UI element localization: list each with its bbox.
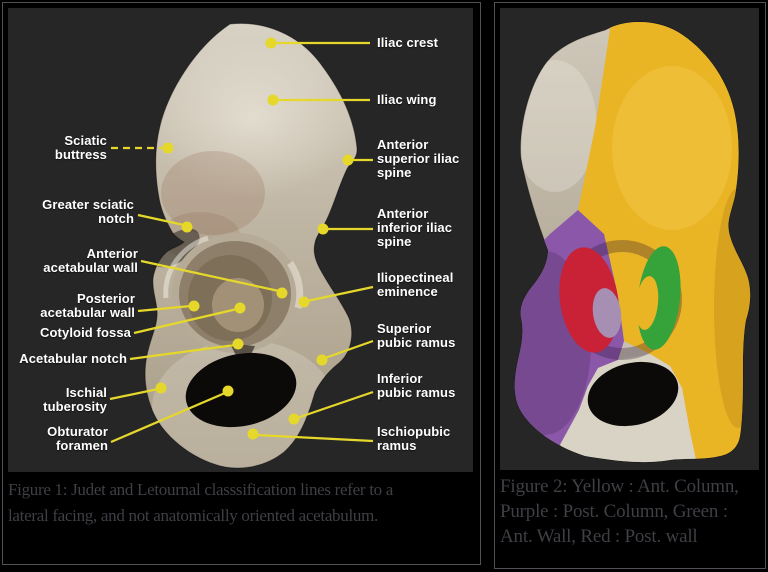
- label-greater-sciatic-notch: Greater sciatic notch: [42, 197, 134, 226]
- label-iliac-crest: Iliac crest: [377, 35, 439, 50]
- label-anterior-superior-iliac-spine: Anterior superior iliac spine: [377, 137, 460, 180]
- label-superior-pubic-ramus: Superior pubic ramus: [377, 321, 456, 350]
- hip-bone-colored: [514, 21, 751, 463]
- label-ischiopubic-ramus: Ischiopubic ramus: [377, 424, 451, 453]
- region-anterior-column-yellow: [578, 21, 751, 463]
- obturator-foramen-hole: [185, 352, 297, 428]
- figure2-image: [500, 8, 759, 470]
- region-anterior-wall-green: [635, 246, 681, 350]
- hip-bone-lateral-illustration: [109, 22, 374, 469]
- acetabulum: [163, 233, 304, 370]
- label-anterior-acetabular-wall: Anterior acetabular wall: [43, 246, 138, 275]
- label-iliopectineal-eminence: Iliopectineal eminence: [377, 270, 454, 299]
- hip-bone-body: [144, 22, 358, 469]
- obturator-foramen-hole-fig2: [587, 361, 679, 427]
- label-anterior-inferior-iliac-spine: Anterior inferior iliac spine: [377, 206, 453, 249]
- label-acetabular-notch: Acetabular notch: [19, 351, 127, 366]
- figure1-image: Sciatic buttress Greater sciatic notch A…: [8, 8, 473, 472]
- leader-lines: [109, 37, 374, 444]
- figure2-panel: Figure 2: Yellow : Ant. Column, Purple :…: [494, 2, 766, 569]
- label-sciatic-buttress: Sciatic buttress: [54, 133, 107, 162]
- label-obturator-foramen: Obturator foramen: [47, 424, 108, 453]
- label-cotyloid-fossa: Cotyloid fossa: [40, 325, 131, 340]
- label-posterior-acetabular-wall: Posterior acetabular wall: [40, 291, 135, 320]
- label-iliac-wing: Iliac wing: [377, 92, 437, 107]
- label-ischial-tuberosity: Ischial tuberosity: [43, 385, 107, 414]
- label-inferior-pubic-ramus: Inferior pubic ramus: [377, 371, 456, 400]
- figure1-panel: Sciatic buttress Greater sciatic notch A…: [2, 2, 481, 565]
- figure2-caption: Figure 2: Yellow : Ant. Column, Purple :…: [500, 476, 739, 547]
- figure1-caption: Figure 1: Judet and Letournal classsific…: [8, 480, 394, 525]
- hip-bone-colored-columns-illustration: [514, 21, 751, 463]
- region-posterior-wall-red: [559, 247, 622, 353]
